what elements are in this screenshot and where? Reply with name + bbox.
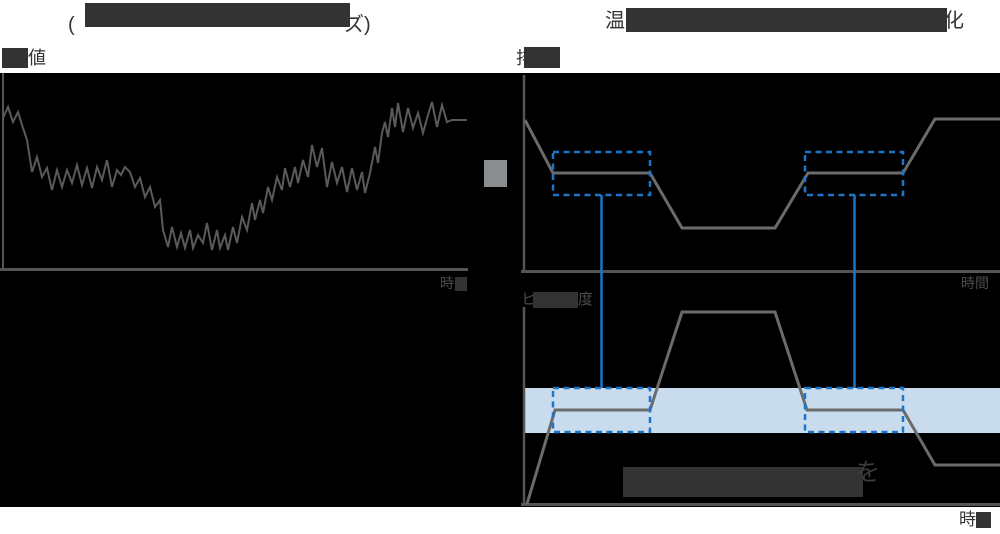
bottom-xlabel-time: 時 [959,510,976,529]
redaction-box-left-ylabel [2,48,28,68]
redaction-box-right-ylabel [524,47,560,68]
left-title-open-paren: ( [68,14,75,36]
left-xlabel-time: 時 [440,275,454,291]
annotation-fragment-wo: を [856,459,880,486]
redaction-box-bottom-time [976,512,991,528]
diagram-black-background [0,73,1000,507]
left-title-tail: ズ) [344,14,371,36]
redaction-box-right-title [626,8,947,32]
right-ylabel-fragment: 排 [516,49,525,67]
heater-label-tail: 度 [578,291,594,308]
right-top-xlabel-time: 時間 [961,275,989,291]
redaction-box-annotation [623,467,863,497]
arrow-placeholder-square [484,160,507,187]
right-title-tail: 化 [944,10,964,32]
heater-label-head: ヒ [521,291,537,308]
redaction-box-heater-label [533,292,578,308]
right-title-head: 温 [605,10,625,32]
left-ylabel-value-char: 値 [28,48,46,68]
redaction-box-left-time [455,277,467,291]
redaction-box-left-title [85,3,350,27]
